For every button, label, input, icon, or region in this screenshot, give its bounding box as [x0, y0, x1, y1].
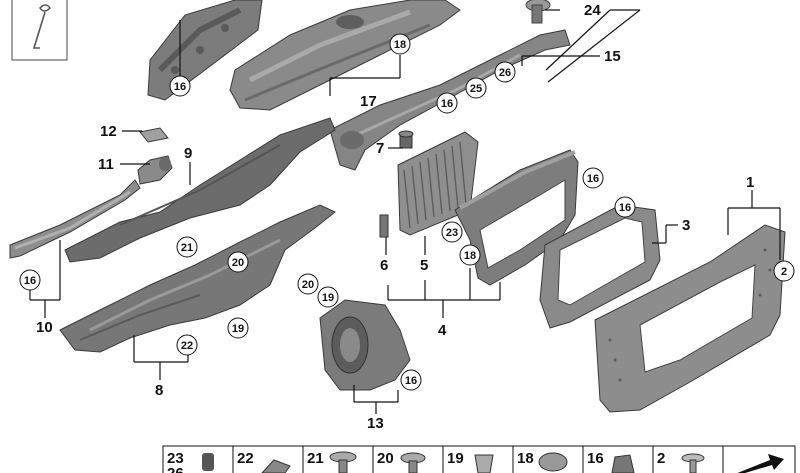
svg-text:19: 19	[322, 292, 334, 304]
leader-lines	[29, 9, 781, 414]
circled-20: 20	[297, 273, 319, 295]
bracket-11-part	[137, 155, 173, 185]
tray-cell-2: 2	[657, 450, 665, 467]
callout-6: 6	[380, 257, 388, 274]
tray-cell-23: 23	[167, 450, 184, 467]
callout-7: 7	[376, 140, 384, 157]
clip-24-part	[525, 0, 551, 24]
spring-thumbnail	[11, 0, 68, 61]
svg-text:23: 23	[446, 227, 458, 239]
circled-16: 16	[19, 269, 41, 291]
rear-shelf-left-part	[147, 0, 263, 101]
tray-cell-16: 16	[587, 450, 604, 467]
svg-text:22: 22	[181, 340, 193, 352]
svg-text:16: 16	[24, 275, 36, 287]
callout-5: 5	[420, 257, 428, 274]
callout-24: 24	[584, 2, 601, 19]
circled-16: 16	[582, 167, 604, 189]
circled-22: 22	[176, 334, 198, 356]
svg-text:26: 26	[499, 67, 511, 79]
svg-text:20: 20	[232, 257, 244, 269]
svg-text:18: 18	[394, 39, 406, 51]
callout-3: 3	[682, 217, 690, 234]
frame-4-part	[454, 149, 579, 286]
circled-16: 16	[400, 369, 422, 391]
svg-text:21: 21	[181, 242, 193, 254]
tray-cell-26: 26	[167, 465, 184, 473]
callout-1: 1	[746, 174, 754, 191]
callout-8: 8	[155, 382, 163, 399]
callout-4: 4	[438, 322, 447, 339]
circled-19: 19	[317, 286, 339, 308]
svg-text:16: 16	[587, 173, 599, 185]
rear-shelf-part	[229, 0, 461, 111]
callout-11: 11	[98, 156, 114, 173]
svg-text:16: 16	[441, 98, 453, 110]
callout-12: 12	[100, 123, 117, 140]
circled-references: 16 18 26 25 16 16 16 2 23 18 16 21 20 19…	[19, 33, 795, 391]
circled-26: 26	[494, 61, 516, 83]
parts-tray: 23 26 22 21 20 19 18 16 2	[162, 445, 796, 473]
bracket-6-part	[379, 214, 389, 238]
circled-25: 25	[465, 77, 487, 99]
svg-text:16: 16	[619, 202, 631, 214]
circled-16: 16	[436, 92, 458, 114]
floor-panel-8-part	[59, 204, 336, 353]
tray-cell-19: 19	[447, 450, 464, 467]
callout-10: 10	[36, 319, 53, 336]
circled-16: 16	[169, 75, 191, 97]
callout-13: 13	[367, 415, 384, 432]
speaker-panel-13-part	[319, 299, 411, 391]
callout-labels: 1 3 4 5 6 7 8 9 10 11 12 13 15 17 24	[36, 2, 754, 432]
trim-ring-3-part	[539, 204, 661, 329]
circled-21: 21	[176, 236, 198, 258]
circled-18: 18	[459, 244, 481, 266]
svg-text:25: 25	[470, 83, 482, 95]
circled-16: 16	[614, 196, 636, 218]
arrow-icon	[737, 454, 784, 473]
svg-text:16: 16	[405, 375, 417, 387]
bolt-7-part	[398, 130, 414, 149]
svg-text:19: 19	[232, 323, 244, 335]
circled-2: 2	[773, 260, 795, 282]
panel-1-part	[594, 224, 786, 413]
cover-10-part	[9, 179, 141, 259]
svg-text:2: 2	[781, 266, 787, 278]
callout-17: 17	[360, 93, 377, 110]
circled-19: 19	[227, 317, 249, 339]
circled-20: 20	[227, 251, 249, 273]
callout-9: 9	[184, 145, 192, 162]
tray-cell-21: 21	[307, 450, 324, 467]
tray-cell-18: 18	[517, 450, 534, 467]
tray-cell-22: 22	[237, 450, 254, 467]
tray-cell-20: 20	[377, 450, 394, 467]
callout-15: 15	[604, 48, 621, 65]
clip-12-part	[139, 127, 169, 143]
svg-text:20: 20	[302, 279, 314, 291]
circled-23: 23	[441, 221, 463, 243]
svg-text:18: 18	[464, 250, 476, 262]
circled-18: 18	[389, 33, 411, 55]
panel-9-part	[64, 117, 336, 263]
svg-text:16: 16	[174, 81, 186, 93]
